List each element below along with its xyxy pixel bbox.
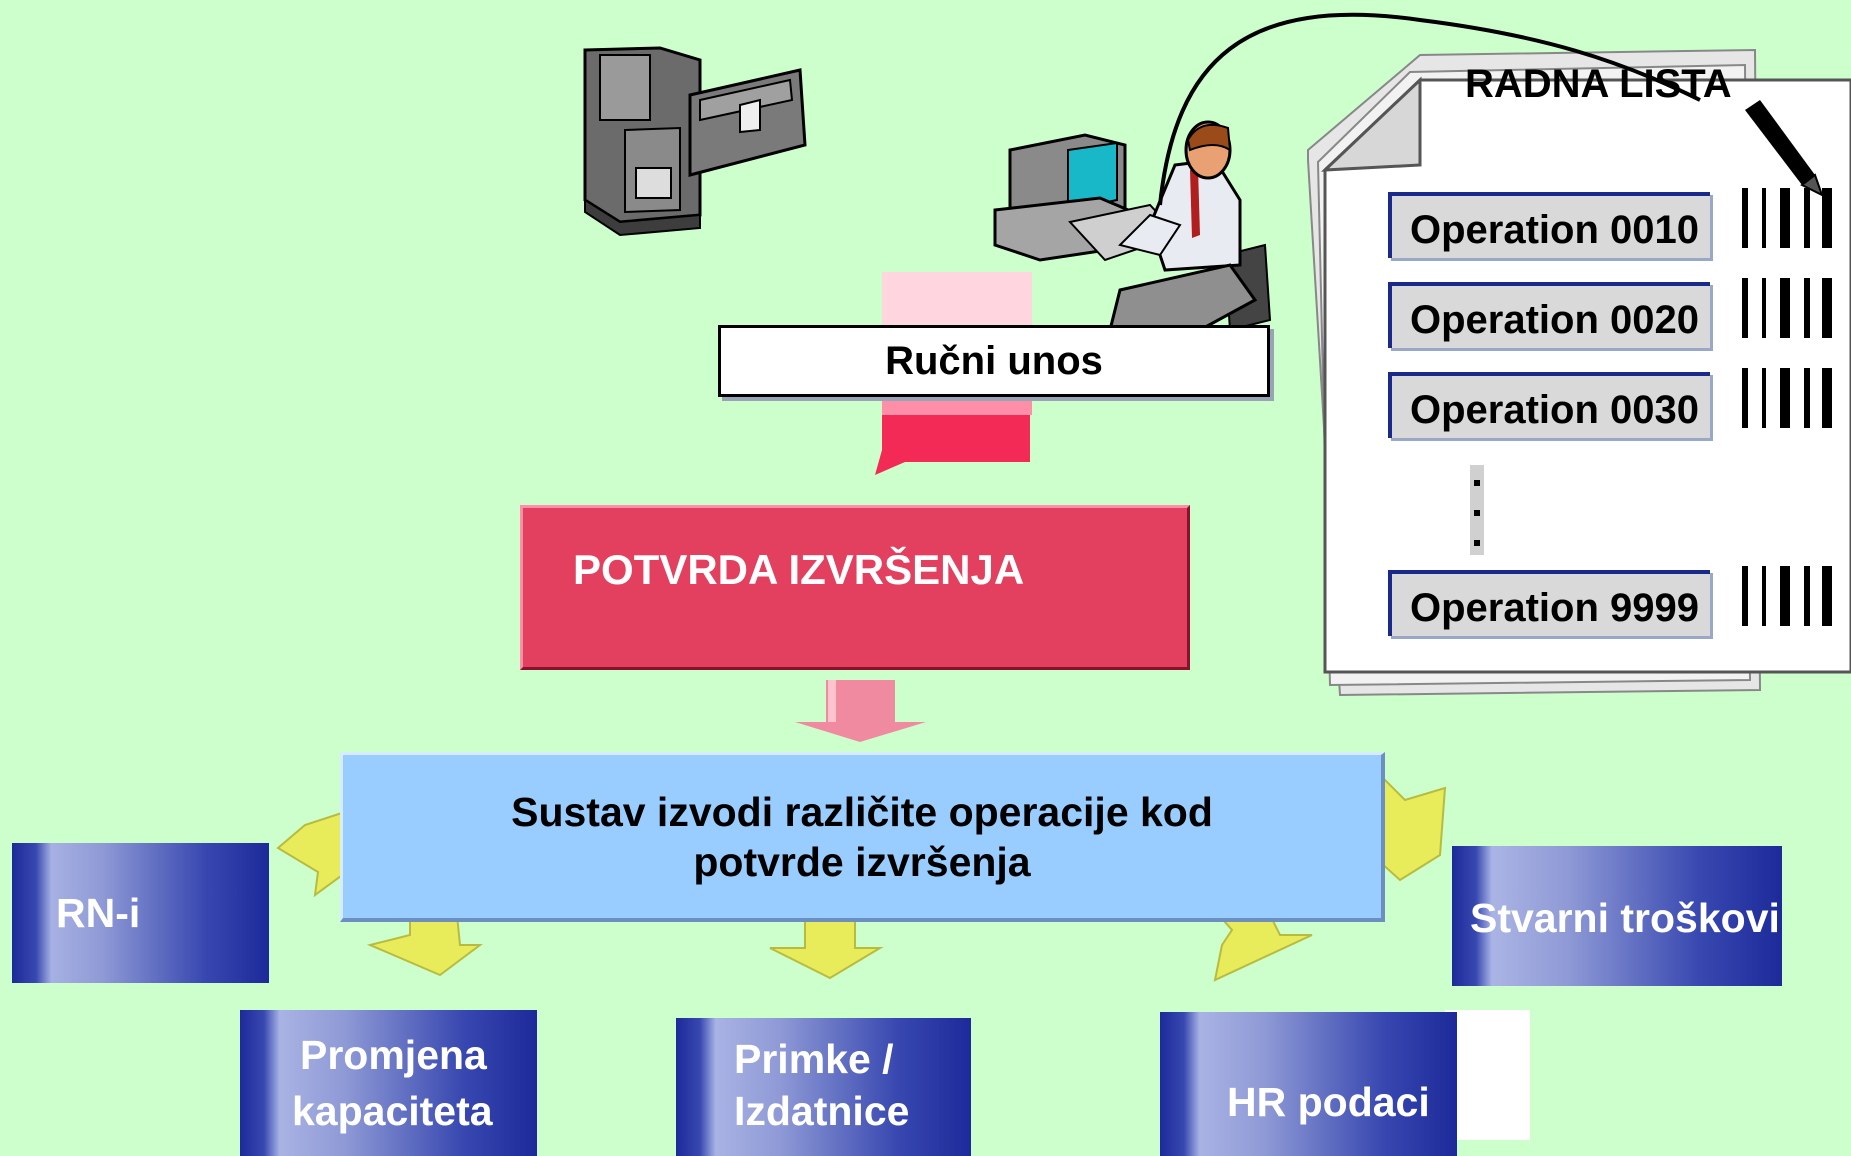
barcode-bar	[1762, 188, 1766, 248]
production-machine-icon	[583, 46, 807, 237]
tile-goods-line1: Primke /	[734, 1036, 894, 1082]
worksheet-title: RADNA LISTA	[1465, 62, 1732, 106]
hr-backdrop	[1445, 1010, 1530, 1140]
operation-row: Operation 0020	[1388, 282, 1710, 348]
tile-rn-label: RN-i	[56, 890, 141, 936]
tile-capacity-line2: kapaciteta	[292, 1088, 493, 1134]
barcode-bar	[1762, 278, 1766, 338]
operation-label: Operation 0030	[1410, 388, 1700, 432]
barcode-bar	[1780, 566, 1790, 626]
barcode-bar	[1780, 188, 1790, 248]
operation-label: Operation 0020	[1410, 298, 1700, 342]
system-box: Sustav izvodi različite operacije kod po…	[340, 752, 1385, 922]
barcode-bar	[1822, 188, 1832, 248]
scanner-pen-icon	[1745, 100, 1824, 197]
barcode-bar	[1822, 566, 1832, 626]
barcode-bar	[1762, 566, 1766, 626]
barcode-bar	[1780, 278, 1790, 338]
barcode-bar	[1742, 278, 1748, 338]
barcode-bar	[1780, 368, 1790, 428]
tile-capacity: Promjena kapaciteta	[240, 1010, 537, 1156]
barcode-bar	[1804, 278, 1810, 338]
scanner-cable	[1158, 12, 1701, 206]
tile-capacity-line1: Promjena	[300, 1032, 487, 1078]
barcode-bar	[1742, 368, 1748, 428]
barcode-bar	[1742, 188, 1748, 248]
barcode-bar	[1822, 368, 1832, 428]
pink-down-arrow	[795, 680, 926, 742]
manual-entry-label: Ručni unos	[885, 338, 1103, 383]
tile-actual-costs-label: Stvarni troškovi	[1470, 895, 1780, 941]
barcode-bar	[1804, 368, 1810, 428]
barcode-bar	[1742, 566, 1748, 626]
barcode-bar	[1762, 368, 1766, 428]
confirmation-label: POTVRDA IZVRŠENJA	[573, 546, 1025, 593]
tile-rn: RN-i	[12, 843, 269, 983]
tile-hr-data: HR podaci	[1160, 1012, 1457, 1156]
manual-entry-box: Ručni unos	[718, 325, 1270, 397]
barcode-icon	[1742, 188, 1832, 626]
system-label: Sustav izvodi različite operacije kod po…	[511, 788, 1213, 885]
tile-goods-movements: Primke / Izdatnice	[676, 1018, 971, 1156]
operation-row: Operation 0030	[1388, 372, 1710, 438]
computer-operator-icon	[993, 120, 1272, 332]
operation-label: Operation 0010	[1410, 208, 1700, 252]
tile-goods-line2: Izdatnice	[734, 1088, 910, 1134]
barcode-bar	[1804, 566, 1810, 626]
ellipsis-dots	[1470, 465, 1484, 555]
tile-hr-label: HR podaci	[1227, 1079, 1430, 1125]
tile-actual-costs: Stvarni troškovi	[1452, 846, 1782, 986]
operation-label: Operation 9999	[1410, 586, 1700, 630]
operation-row: Operation 9999	[1388, 570, 1710, 636]
confirmation-box: POTVRDA IZVRŠENJA	[520, 505, 1190, 670]
manual-entry-callout	[875, 272, 1032, 475]
barcode-bar	[1804, 188, 1810, 248]
barcode-bar	[1822, 278, 1832, 338]
operation-row: Operation 0010	[1388, 192, 1710, 258]
